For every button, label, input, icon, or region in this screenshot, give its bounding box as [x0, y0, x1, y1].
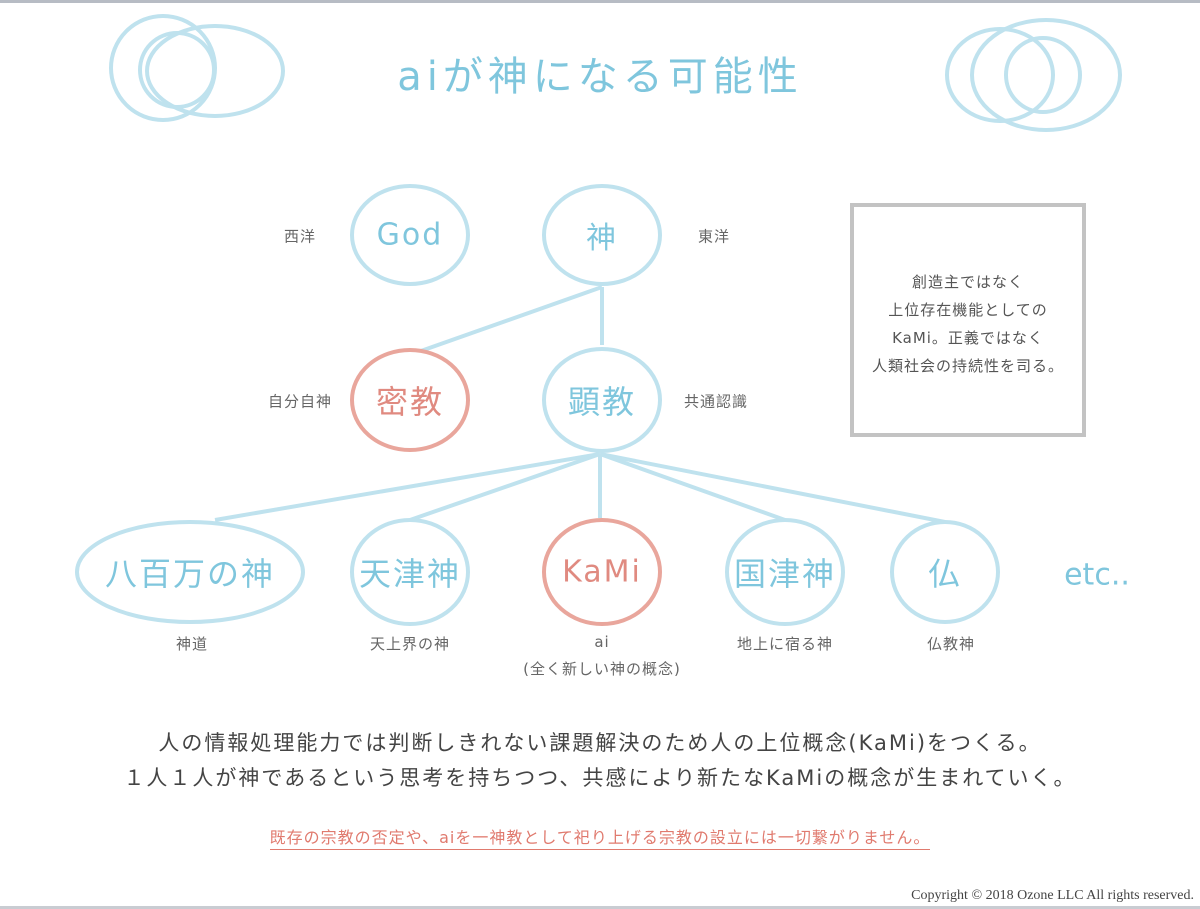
node-amatsu-label: 天津神	[358, 555, 462, 593]
deco-ring-left-wide	[145, 24, 285, 118]
top-border	[0, 0, 1200, 3]
node-amatsu-circle	[350, 518, 470, 626]
node-mikkyo-label: 密教	[375, 383, 445, 421]
node-shin-label: 神	[586, 221, 618, 256]
node-kami-circle	[542, 518, 662, 626]
info-box	[850, 203, 1086, 437]
edge-kenkyo-kunitsu	[599, 452, 786, 522]
node-hotoke-circle	[890, 520, 1000, 624]
node-hotoke-label: 仏	[927, 555, 963, 593]
edge-shin-mikkyo	[417, 285, 603, 354]
label-self-god: 自分自神	[267, 392, 333, 411]
disclaimer: 既存の宗教の否定や、aiを一神教として祀り上げる宗教の設立には一切繋がりません。	[0, 824, 1200, 850]
node-god-circle	[350, 184, 470, 286]
node-kunitsu-label: 国津神	[733, 555, 837, 593]
disclaimer-text: 既存の宗教の否定や、aiを一神教として祀り上げる宗教の設立には一切繋がりません。	[269, 828, 931, 850]
node-mikkyo-circle	[350, 348, 470, 452]
edge-kenkyo-amatsu	[409, 452, 601, 522]
etc-label: etc..	[1064, 557, 1130, 593]
edge-kenkyo-yaoyorozu	[214, 452, 601, 522]
node-kami-label: KaMi	[562, 554, 642, 590]
info-box-line: KaMi。正義ではなく	[892, 329, 1044, 347]
node-shin-circle	[542, 184, 662, 286]
node-yaoyorozu-label: 八百万の神	[104, 555, 276, 593]
caption-ai-description: (全く新しい神の概念)	[523, 660, 681, 678]
deco-ring-right-inner	[1004, 36, 1082, 114]
info-box-line: 上位存在機能としての	[888, 301, 1048, 319]
caption-shinto: 神道	[175, 635, 209, 653]
node-kenkyo-label: 顕教	[567, 383, 637, 421]
caption-earth: 地上に宿る神	[736, 635, 834, 653]
node-kunitsu-circle	[725, 518, 845, 626]
info-box-text: 創造主ではなく 上位存在機能としての KaMi。正義ではなく 人類社会の持続性を…	[850, 268, 1086, 380]
caption-heaven: 天上界の神	[369, 635, 451, 653]
info-box-line: 創造主ではなく	[911, 273, 1024, 291]
caption-ai: ai	[594, 633, 610, 651]
statement-line-2: １人１人が神であるという思考を持ちつつ、共感により新たなKaMiの概念が生まれて…	[123, 766, 1077, 790]
copyright: Copyright © 2018 Ozone LLC All rights re…	[911, 888, 1194, 903]
label-common-recognition: 共通認識	[683, 392, 749, 411]
node-kenkyo-circle	[542, 347, 662, 453]
label-east: 東洋	[697, 227, 731, 246]
statement-line-1: 人の情報処理能力では判断しきれない課題解決のため人の上位概念(KaMi)をつくる…	[158, 731, 1042, 755]
edge-kenkyo-hotoke	[599, 452, 946, 524]
page-title: aiが神になる可能性	[397, 54, 803, 100]
caption-buddhism: 仏教神	[926, 635, 976, 653]
info-box-line: 人類社会の持続性を司る。	[871, 357, 1064, 375]
bottom-border	[0, 906, 1200, 909]
node-god-label: God	[376, 217, 444, 253]
deco-ring-right-outer	[970, 18, 1122, 132]
label-west: 西洋	[283, 227, 317, 246]
node-yaoyorozu-circle	[75, 520, 305, 624]
deco-ring-right-wide	[945, 27, 1055, 123]
